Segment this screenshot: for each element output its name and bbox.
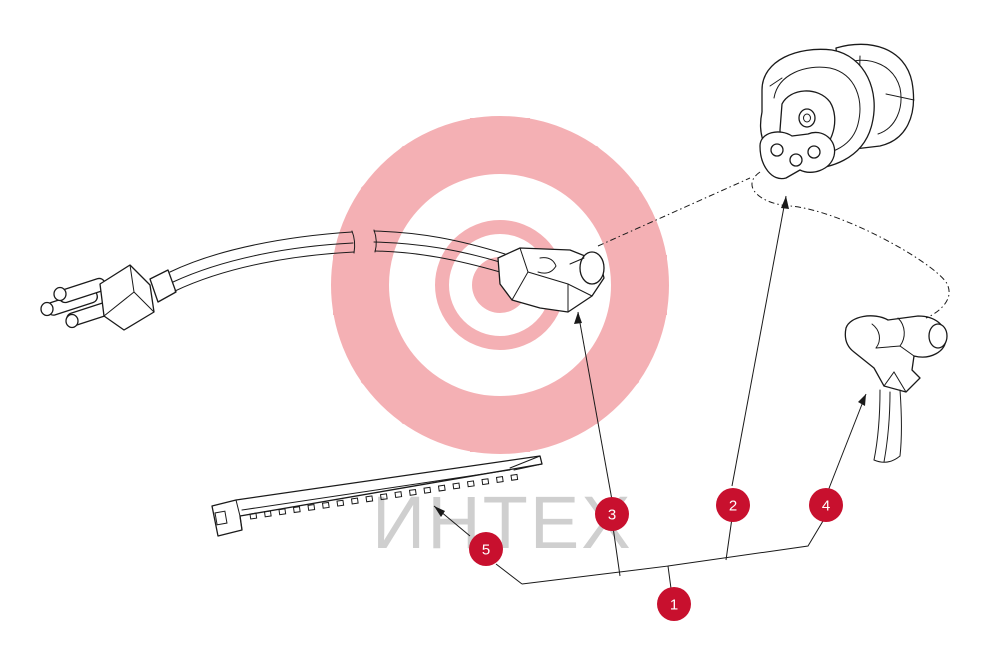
cable-tie-tooth	[350, 497, 359, 505]
watermark: ИНТЕХ	[331, 116, 669, 564]
cable-tie-tooth	[379, 493, 388, 501]
callout-circle	[716, 488, 750, 522]
callout-3: 3	[595, 497, 629, 531]
cable-tie-tooth	[452, 482, 461, 490]
callout-label: 2	[729, 498, 737, 515]
cable-tie-tooth	[437, 484, 446, 492]
watermark-gear-icon	[331, 116, 669, 454]
leader-arrowheads	[434, 196, 866, 517]
cable-tie-tooth	[249, 512, 258, 520]
callout-label: 5	[482, 542, 490, 559]
callout-circle	[469, 532, 503, 566]
cable-tie-tooth	[394, 491, 403, 499]
cable-tie-tooth	[408, 488, 417, 496]
callout-label: 4	[822, 498, 830, 515]
cable-tie-teeth	[249, 473, 519, 520]
callout-2: 2	[716, 488, 750, 522]
cable-tie-tooth	[481, 478, 490, 486]
power-cord-assembly	[40, 229, 506, 331]
cable-tie-tooth	[495, 476, 504, 483]
cable-tie-tooth	[321, 501, 330, 509]
callout-circle	[595, 497, 629, 531]
callout-5: 5	[469, 532, 503, 566]
cable-tie-tooth	[292, 506, 301, 514]
cable-tie	[211, 455, 543, 537]
cable-tie-tooth	[510, 473, 519, 481]
cable-tie-tooth	[365, 495, 374, 503]
cable-tie-tooth	[336, 499, 345, 507]
callout-circle	[657, 587, 691, 621]
callouts: 1 2 3 4 5	[469, 488, 843, 621]
cable-tie-tooth	[278, 508, 287, 516]
cable-tie-tooth	[466, 480, 475, 488]
cable-tie-tooth	[423, 486, 432, 494]
cord-connector	[497, 247, 605, 313]
callout-4: 4	[809, 488, 843, 522]
callout-label: 3	[608, 507, 616, 524]
strain-relief	[149, 269, 177, 303]
cable-tie-tooth	[263, 510, 272, 518]
callout-circle	[809, 488, 843, 522]
leader-lines	[433, 195, 867, 597]
right-angle-connector	[844, 315, 948, 463]
inlet-socket	[759, 43, 915, 180]
callout-1: 1	[657, 587, 691, 621]
callout-label: 1	[670, 597, 678, 614]
cable-tie-tooth	[307, 504, 316, 511]
plug-pins	[40, 277, 111, 329]
assembly-lines	[597, 171, 950, 319]
